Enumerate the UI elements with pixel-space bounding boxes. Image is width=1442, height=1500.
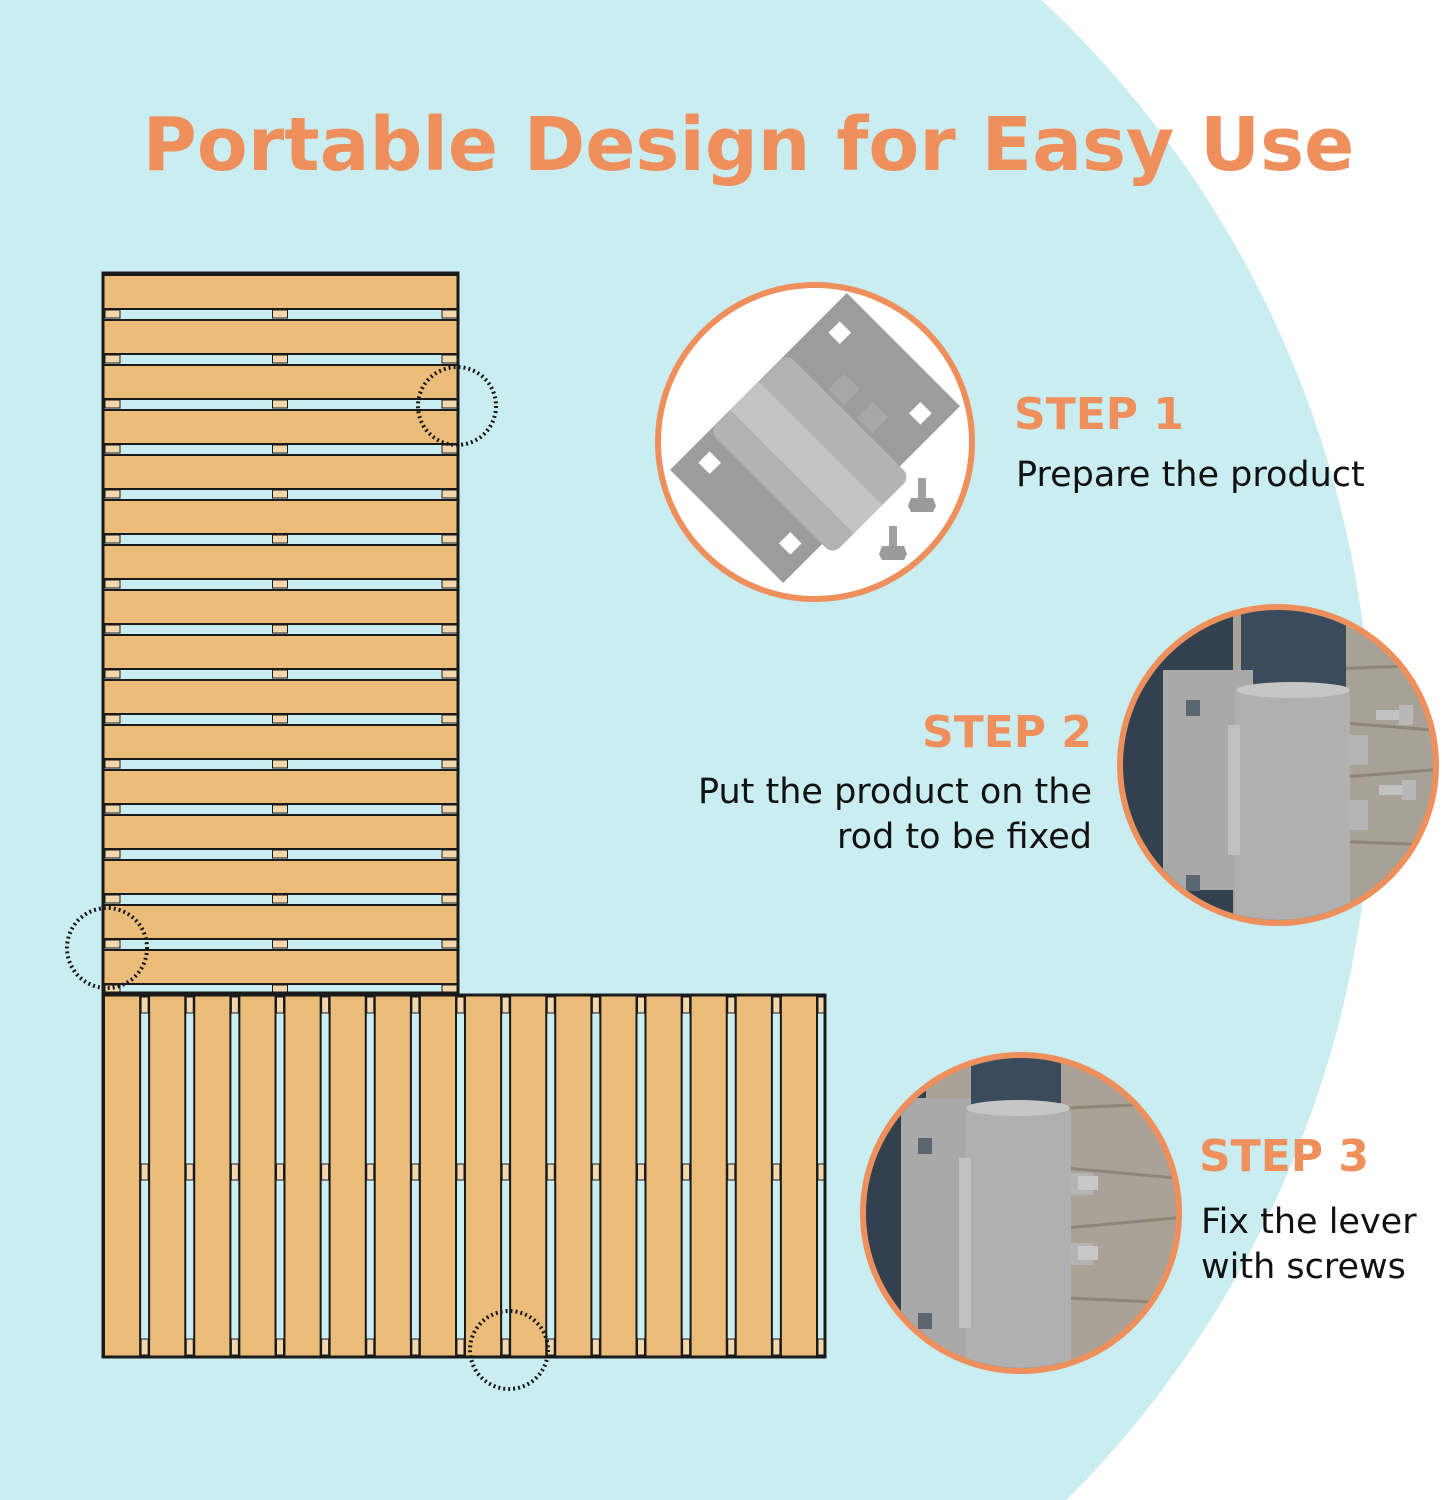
pole-bracket-fixed-icon [866,1058,1176,1368]
step3-description-line1: Fix the lever [1201,1202,1417,1242]
step2-description-line2: rod to be fixed [837,817,1092,857]
step2-image [1117,604,1439,926]
step2-heading: STEP 2 [922,707,1092,758]
step3-description-line2: with screws [1201,1247,1406,1287]
step2-description-line1: Put the product on the [698,772,1092,812]
step3-image [860,1052,1182,1374]
step1-heading: STEP 1 [1014,389,1184,440]
step1-description: Prepare the product [1016,455,1365,495]
step1-image [655,282,975,602]
bolt-icon [879,478,936,560]
bracket-icon [670,293,960,583]
pole-bracket-icon [1123,610,1433,920]
page-title: Portable Design for Easy Use [142,102,1355,188]
step3-heading: STEP 3 [1199,1131,1369,1182]
